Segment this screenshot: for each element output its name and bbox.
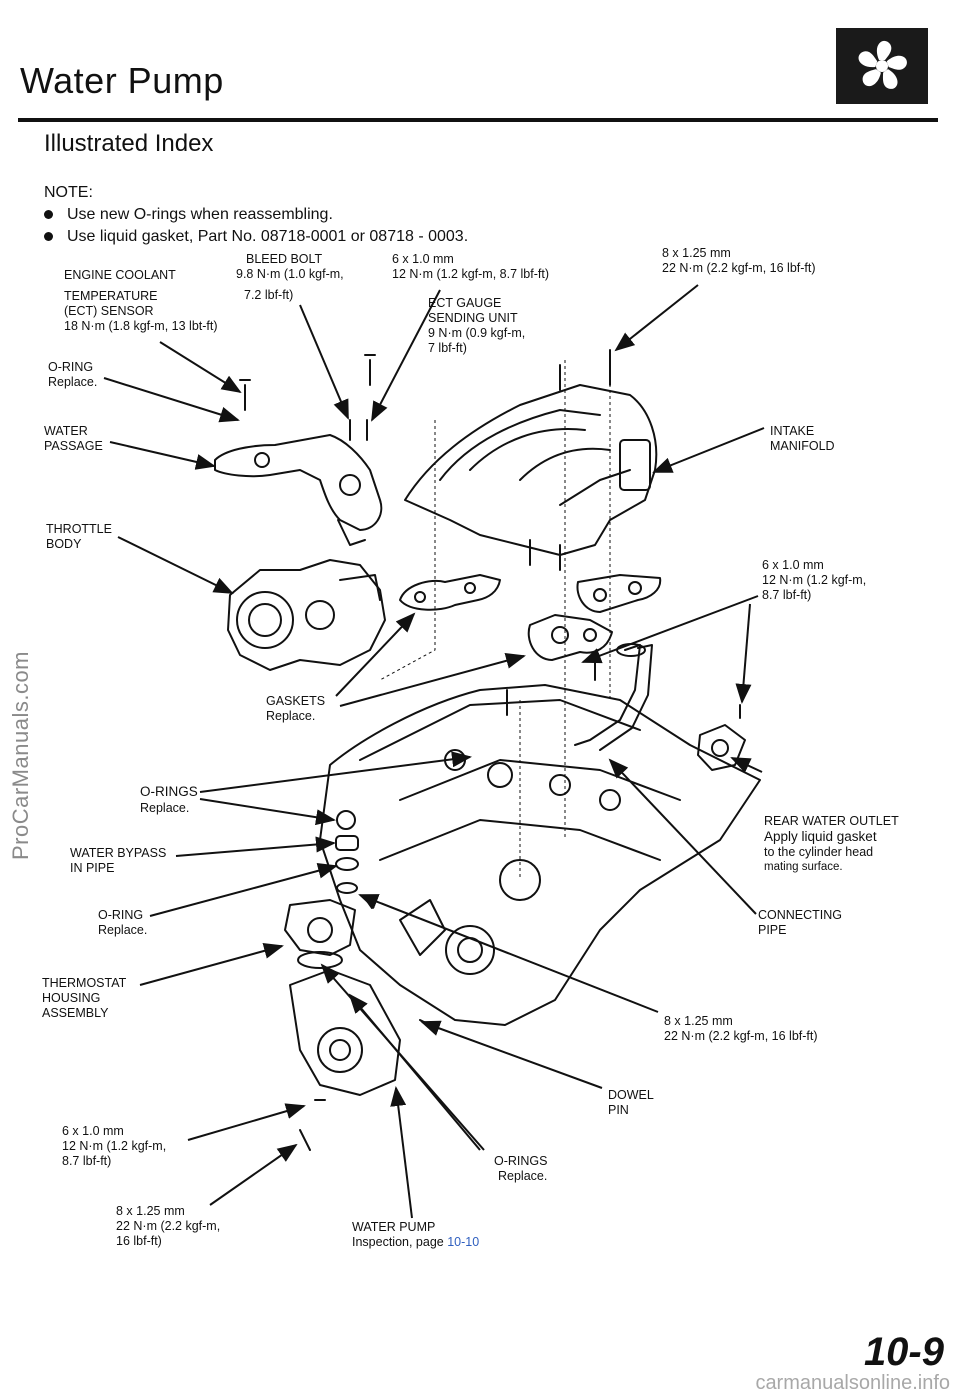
orings-replace-label: O-RINGS Replace. <box>494 1154 548 1183</box>
note-item: Use new O-rings when reassembling. <box>44 206 333 224</box>
page-title: Water Pump <box>20 60 224 101</box>
side-watermark: ProCarManuals.com <box>8 650 33 860</box>
section-subtitle: Illustrated Index <box>44 130 214 157</box>
bolt-6x1-bottom-label: 6 x 1.0 mm 12 N·m (1.2 kgf-m, 8.7 lbf-ft… <box>62 1124 167 1168</box>
oring-replace-label: O-RING Replace. <box>48 360 98 389</box>
rear-water-outlet-label: REAR WATER OUTLET Apply liquid gasket to… <box>764 814 899 873</box>
thermostat-housing-label: THERMOSTAT HOUSING ASSEMBLY <box>42 976 127 1020</box>
inspection-page-link[interactable]: 10-10 <box>447 1235 480 1249</box>
bolt-8x125-mid-label: 8 x 1.25 mm 22 N·m (2.2 kgf-m, 16 lbf-ft… <box>664 1014 818 1043</box>
bleed-bolt-label: BLEED BOLT 9.8 N·m (1.0 kgf-m, 7.2 lbf-f… <box>236 252 344 302</box>
ect-gauge-label: ECT GAUGE SENDING UNIT 9 N·m (0.9 kgf-m,… <box>428 296 526 355</box>
water-pump-label: WATER PUMP Inspection, page 10-10 <box>352 1220 480 1249</box>
gaskets-label: GASKETS Replace. <box>266 694 326 723</box>
note-item: Use liquid gasket, Part No. 08718-0001 o… <box>44 228 468 246</box>
bolt-6x1-right-label: 6 x 1.0 mm 12 N·m (1.2 kgf-m, 8.7 lbf-ft… <box>762 558 867 602</box>
bolt-6x1-top-label: 6 x 1.0 mm 12 N·m (1.2 kgf-m, 8.7 lbf-ft… <box>392 252 549 281</box>
throttle-body-label: THROTTLE BODY <box>46 522 112 551</box>
bolt-8x125-top-label: 8 x 1.25 mm 22 N·m (2.2 kgf-m, 16 lbf-ft… <box>662 246 816 275</box>
dowel-pin-label: DOWEL PIN <box>608 1088 654 1117</box>
water-bypass-pipe-label: WATER BYPASS IN PIPE <box>70 846 167 875</box>
ect-sensor-label: ENGINE COOLANT TEMPERATURE (ECT) SENSOR … <box>64 268 218 333</box>
bullet-icon <box>44 232 53 242</box>
footer-watermark: carmanualsonline.info <box>755 1372 950 1394</box>
note-heading: NOTE: <box>44 184 93 201</box>
oring-replace-label: O-RING Replace. <box>98 908 148 937</box>
connecting-pipe-label: CONNECTING PIPE <box>758 908 843 937</box>
title-rule <box>18 118 938 122</box>
page-number: 10-9 <box>863 1330 944 1374</box>
section-tab-fan-icon <box>836 28 928 104</box>
bullet-icon <box>44 210 53 220</box>
orings-replace-label: O-RINGS Replace. <box>140 784 198 815</box>
intake-manifold-label: INTAKE MANIFOLD <box>770 424 835 453</box>
bolt-8x125-bottom-label: 8 x 1.25 mm 22 N·m (2.2 kgf-m, 16 lbf-ft… <box>116 1204 221 1248</box>
water-passage-label: WATER PASSAGE <box>44 424 103 453</box>
